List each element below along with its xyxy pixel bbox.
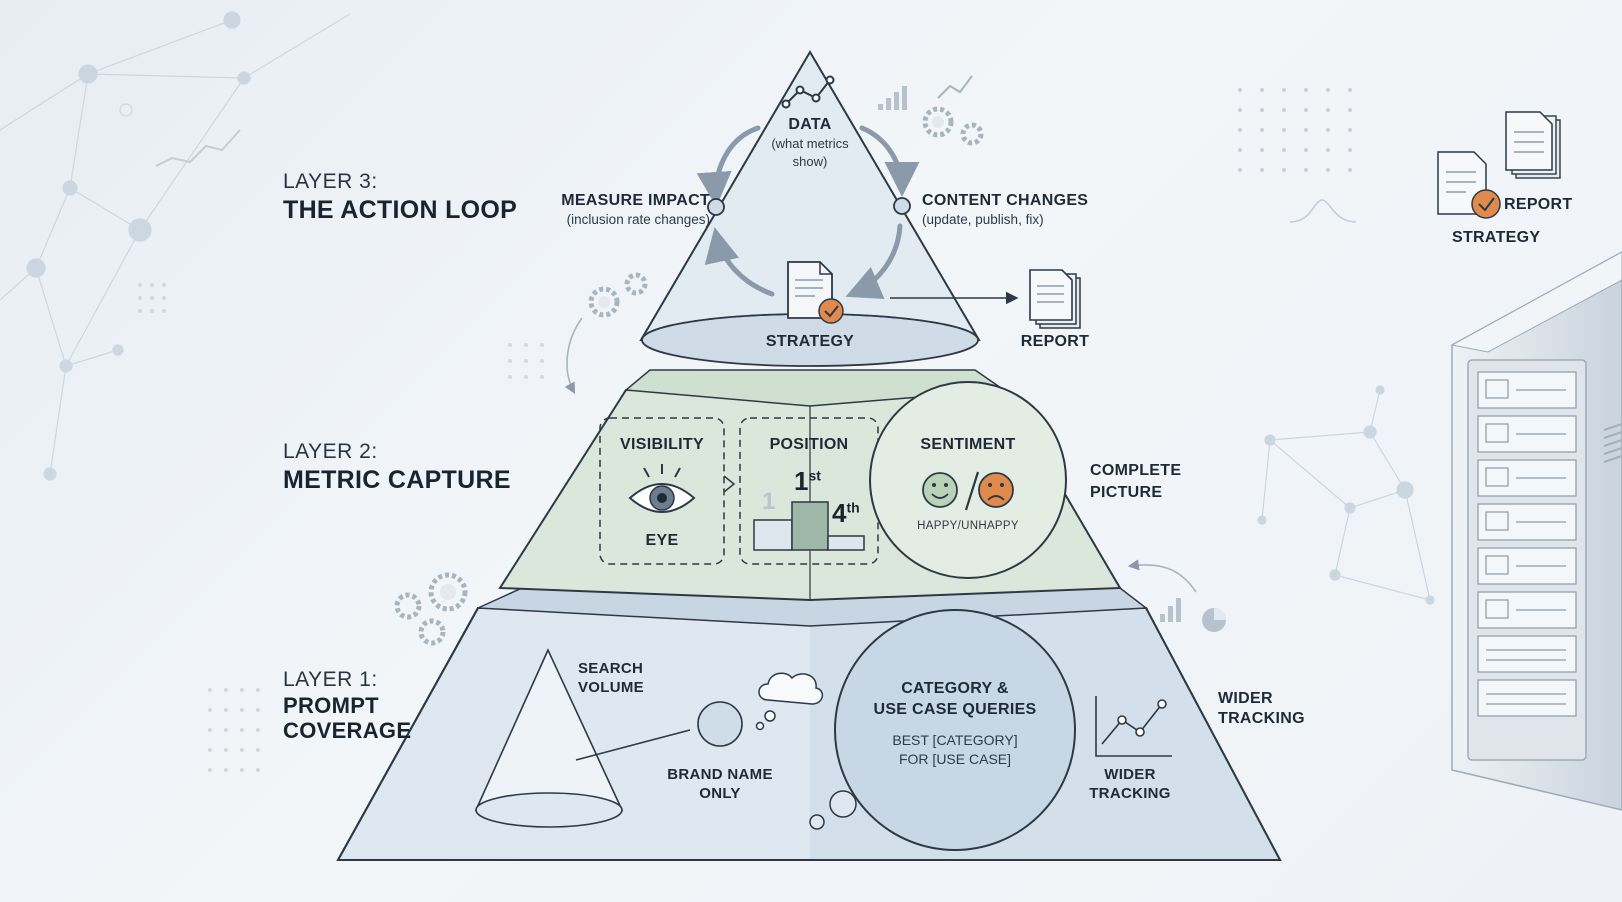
smiley-icon <box>922 472 958 508</box>
bar-chart-icon <box>878 86 1181 622</box>
category-line3: BEST [CATEGORY] <box>892 732 1018 748</box>
category-line4: FOR [USE CASE] <box>898 751 1012 767</box>
content-changes-label: CONTENT CHANGES <box>922 192 1089 209</box>
network-right <box>1257 385 1435 605</box>
category-line2: USE CASE QUERIES <box>873 701 1037 718</box>
brand-circle <box>697 701 743 747</box>
report-label: REPORT <box>1020 333 1090 350</box>
layer2-number: LAYER 2: <box>283 440 378 463</box>
gear-icon <box>394 106 984 646</box>
content-changes-note: (update, publish, fix) <box>922 212 1044 227</box>
position-one: 1 <box>762 488 776 515</box>
visibility-label: VISIBILITY <box>620 436 704 453</box>
complete-picture-line1: COMPLETE <box>1090 462 1182 479</box>
checkmark-icon <box>818 298 844 324</box>
sparkline-icon <box>155 129 241 167</box>
layer3-name: THE ACTION LOOP <box>283 196 518 224</box>
data-note-2: show) <box>792 154 828 169</box>
sentiment-note: HAPPY/UNHAPPY <box>917 520 1019 532</box>
category-line1: CATEGORY & <box>901 680 1009 697</box>
report-document-icon <box>1029 269 1081 329</box>
server-icon <box>1450 251 1622 811</box>
dot-grid-left <box>138 283 544 772</box>
corner-report-label: REPORT <box>1504 196 1573 213</box>
wider-tracking-inner-line1: WIDER <box>1104 766 1156 783</box>
sentiment-label: SENTIMENT <box>920 436 1016 453</box>
position-podium <box>753 501 865 551</box>
pie-icon <box>1202 608 1226 632</box>
action-loop <box>696 125 920 300</box>
corner-strategy-icon <box>1437 151 1501 219</box>
frown-icon <box>978 472 1014 508</box>
layer1-name-line2: COVERAGE <box>283 718 412 743</box>
corner-strategy-label: STRATEGY <box>1452 229 1541 246</box>
cloud-icon <box>755 672 824 731</box>
strategy-document-icon <box>787 261 844 324</box>
search-volume-line2: VOLUME <box>578 679 644 696</box>
layer3-number: LAYER 3: <box>283 170 378 193</box>
dot-grid-top-right <box>1238 88 1352 172</box>
sentiment-circle <box>869 381 1067 579</box>
wider-tracking-outer-line1: WIDER <box>1218 690 1273 707</box>
position-first: 1st <box>794 466 821 496</box>
position-fourth: 4th <box>832 498 860 528</box>
complete-picture-line2: PICTURE <box>1090 484 1163 501</box>
curved-arrow-left <box>564 317 583 394</box>
layer2-name: METRIC CAPTURE <box>283 466 511 494</box>
brand-name-line2: ONLY <box>699 785 741 802</box>
content-node <box>893 197 911 215</box>
corner-report-icon <box>1505 111 1561 179</box>
brand-name-line1: BRAND NAME <box>667 766 773 783</box>
search-volume-cone <box>474 648 691 828</box>
measure-node <box>707 198 725 216</box>
trend-icon <box>937 75 973 99</box>
bell-curve-icon <box>1289 199 1357 223</box>
eye-label: EYE <box>645 532 679 549</box>
search-volume-line1: SEARCH <box>578 660 644 677</box>
eye-icon <box>628 464 696 513</box>
wider-tracking-outer-line2: TRACKING <box>1218 710 1305 727</box>
curved-arrow-right <box>1127 559 1197 593</box>
line-chart-icon <box>781 75 835 109</box>
data-label: DATA <box>788 116 832 133</box>
measure-impact-note: (inclusion rate changes) <box>566 212 710 227</box>
wider-tracking-inner-line2: TRACKING <box>1089 785 1171 802</box>
position-label: POSITION <box>769 436 849 453</box>
layer1-name-line1: PROMPT <box>283 693 379 718</box>
wider-tracking-chart-icon <box>1095 696 1172 757</box>
layer1-number: LAYER 1: <box>283 668 378 691</box>
category-circle <box>834 609 1076 851</box>
measure-impact-label: MEASURE IMPACT <box>561 192 710 209</box>
strategy-label: STRATEGY <box>765 333 855 350</box>
data-note-1: (what metrics <box>771 136 849 151</box>
network-left <box>0 11 351 481</box>
visibility-box <box>599 417 725 565</box>
tier-band-upper <box>624 369 1007 407</box>
